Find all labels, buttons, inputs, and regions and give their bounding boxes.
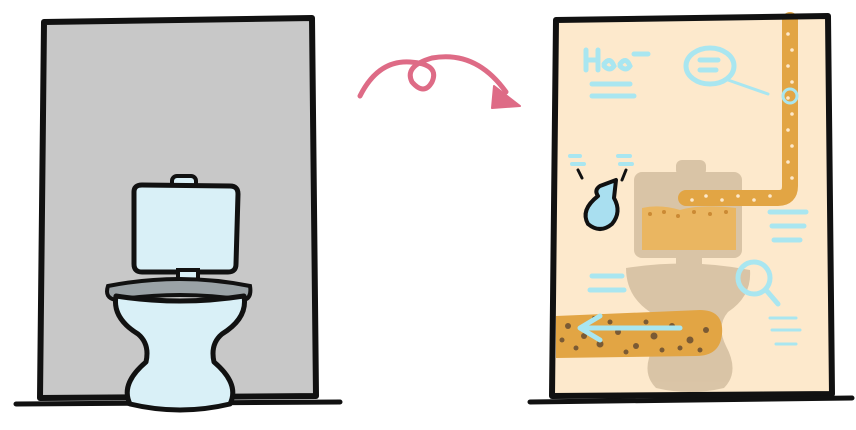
left-panel <box>16 18 340 410</box>
transition-arrow-icon <box>360 57 520 108</box>
toilet-tank <box>134 185 238 272</box>
waste-pipe-body <box>556 310 722 358</box>
right-panel <box>530 16 852 402</box>
tank-water <box>642 206 736 250</box>
waste-pipe <box>556 310 722 358</box>
arrow-curve <box>360 57 506 96</box>
